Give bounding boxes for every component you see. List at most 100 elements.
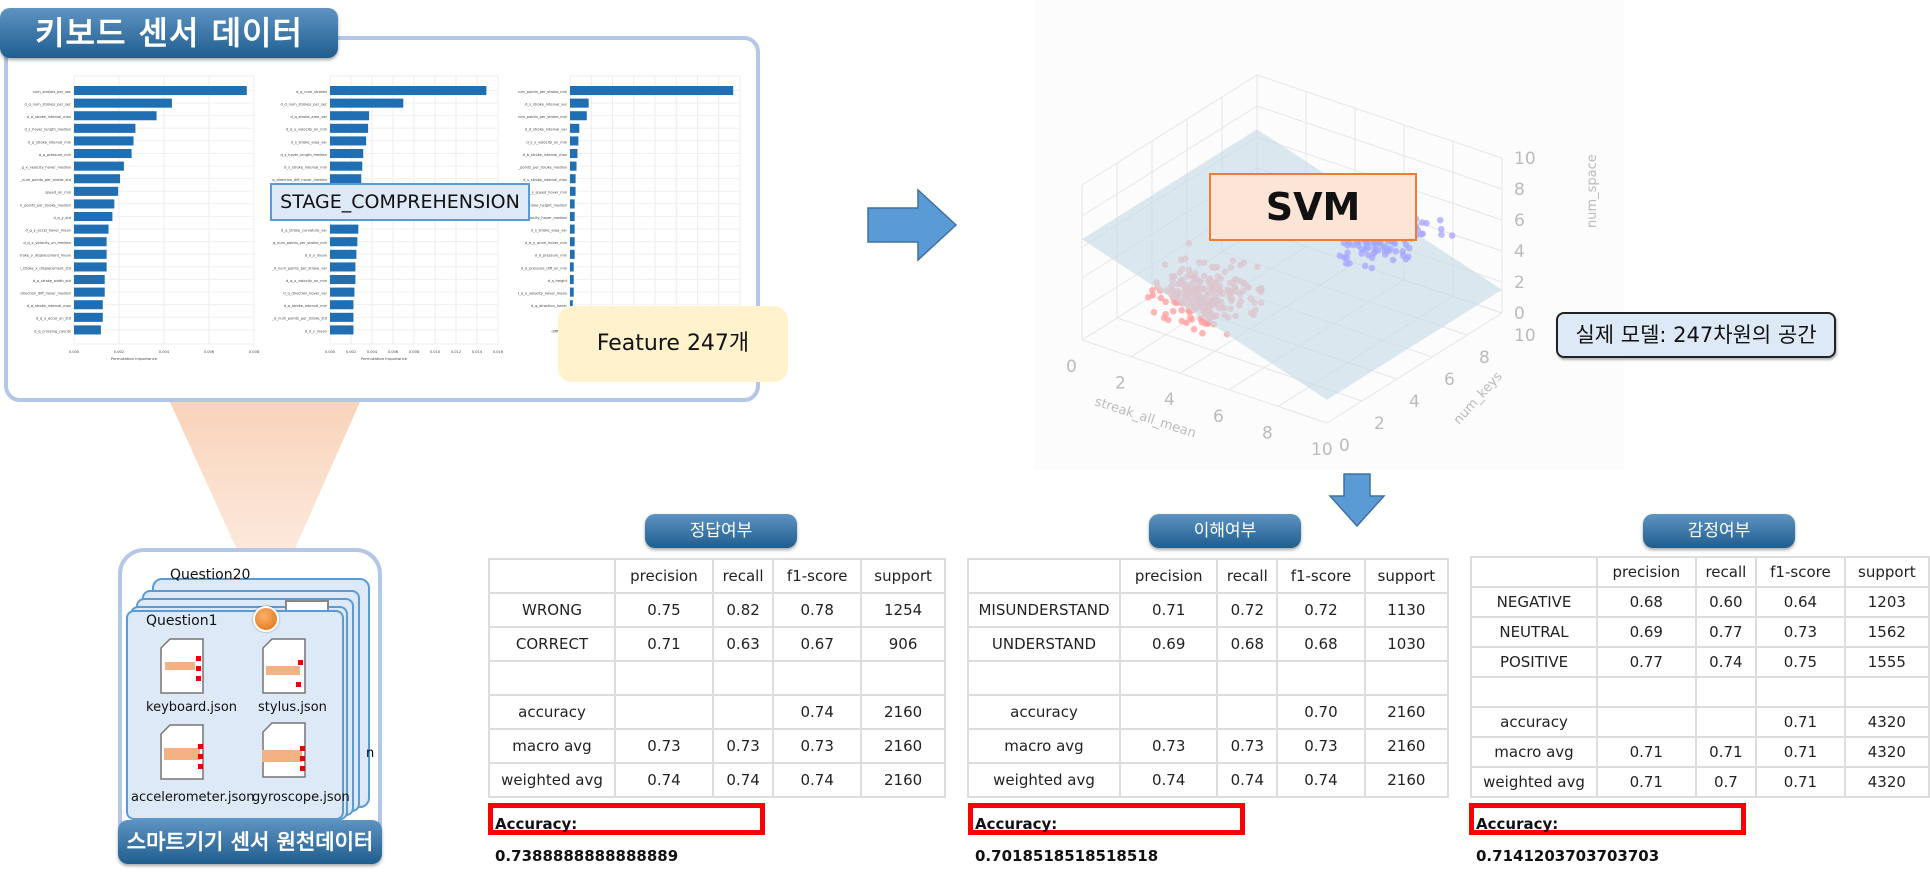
table-cell: 1203 bbox=[1843, 586, 1930, 618]
accuracy-comprehension: Accuracy: 0.7018518518518518 bbox=[968, 803, 1245, 865]
data-point-class-b bbox=[1419, 230, 1426, 238]
data-point-class-a bbox=[1157, 294, 1165, 302]
file-name-stylus[interactable]: stylus.json bbox=[258, 700, 327, 715]
table-cell: 2160 bbox=[860, 762, 946, 798]
table-cell: 4320 bbox=[1843, 766, 1930, 798]
gridline bbox=[1326, 312, 1503, 424]
table-header-cell: precision bbox=[614, 558, 714, 594]
x-tick-label: 6 bbox=[1213, 407, 1224, 427]
table-header-cell: support bbox=[860, 558, 946, 594]
table-cell: 0.71 bbox=[1755, 736, 1846, 768]
feature-label: d_s_stroke_interval_min bbox=[284, 166, 327, 170]
file-name-accelerometer[interactable]: accelerometer.json bbox=[131, 790, 255, 805]
importance-bar bbox=[570, 287, 574, 297]
table-cell bbox=[614, 660, 714, 696]
table-cell: 0.69 bbox=[1596, 616, 1697, 648]
data-point-class-b bbox=[1402, 241, 1410, 248]
table-cell: 0.68 bbox=[1276, 626, 1366, 662]
feature-label: d_g_stroke_y_displacement_mean bbox=[20, 254, 71, 258]
folder-question1[interactable] bbox=[126, 610, 344, 820]
file-icon-gyroscope[interactable] bbox=[262, 722, 306, 778]
importance-bar bbox=[330, 287, 355, 297]
table-cell: 0.71 bbox=[1118, 592, 1219, 628]
y-tick-label: 10 bbox=[1514, 326, 1536, 346]
table-cell: 0.63 bbox=[711, 626, 775, 662]
feature-label: d_q_stroke_curvature_var bbox=[281, 229, 327, 233]
data-point-class-b bbox=[1389, 256, 1397, 264]
table-cell bbox=[711, 694, 775, 730]
data-point-class-b bbox=[1368, 254, 1376, 261]
table-cell: 2160 bbox=[1363, 762, 1450, 798]
table-cell: 0.71 bbox=[1755, 766, 1846, 798]
data-point-class-b bbox=[1437, 225, 1445, 233]
file-icon-accelerometer[interactable] bbox=[160, 724, 204, 780]
table-cell: 0.73 bbox=[772, 728, 863, 764]
importance-bar bbox=[330, 161, 363, 171]
feature-label: d_q_x_velocity_on_min bbox=[286, 279, 327, 283]
table-cell bbox=[1363, 660, 1450, 696]
importance-bar bbox=[74, 212, 113, 222]
row-label-cell: NEGATIVE bbox=[1470, 586, 1598, 618]
table-cell: 0.72 bbox=[1216, 592, 1279, 628]
file-icon-stylus[interactable] bbox=[262, 638, 306, 694]
feature-label: d_b_num_points_per_stroke_min bbox=[518, 90, 567, 94]
importance-bar bbox=[570, 111, 587, 121]
z-tick-label: 6 bbox=[1514, 211, 1525, 231]
data-point-class-b bbox=[1361, 262, 1369, 270]
table-cell: 0.69 bbox=[1118, 626, 1219, 662]
report-title-emotion: 감정여부 bbox=[1643, 514, 1795, 548]
table-cell: 0.72 bbox=[1276, 592, 1366, 628]
importance-bar bbox=[74, 312, 103, 322]
feature-label: d_s_stroke_height_median bbox=[520, 203, 567, 207]
importance-bar bbox=[330, 136, 367, 146]
table-cell: 0.71 bbox=[1596, 736, 1697, 768]
table-cell bbox=[772, 660, 863, 696]
table-cell: 0.77 bbox=[1694, 616, 1758, 648]
file-name-keyboard[interactable]: keyboard.json bbox=[146, 700, 238, 715]
file-icon-keyboard[interactable] bbox=[160, 638, 204, 694]
table-cell bbox=[1216, 660, 1279, 696]
data-point-class-a bbox=[1150, 309, 1158, 316]
table-header-cell: recall bbox=[1694, 556, 1758, 588]
table-cell bbox=[1216, 694, 1279, 730]
row-label-cell: CORRECT bbox=[488, 626, 616, 662]
table-cell: 1562 bbox=[1843, 616, 1930, 648]
row-label-cell bbox=[1470, 676, 1598, 708]
importance-bar bbox=[74, 325, 101, 335]
table-cell: 0.75 bbox=[614, 592, 714, 628]
feature-label: speed_on_min bbox=[45, 191, 71, 195]
x-tick-label: 8 bbox=[1262, 423, 1273, 443]
table-cell bbox=[614, 694, 714, 730]
importance-bar bbox=[570, 174, 576, 184]
table-cell: 0.73 bbox=[1216, 728, 1279, 764]
importance-bar bbox=[570, 224, 575, 234]
row-label-cell: UNDERSTAND bbox=[967, 626, 1121, 662]
file-name-gyroscope[interactable]: gyroscope.json bbox=[252, 790, 350, 805]
table-cell: 0.67 bbox=[772, 626, 863, 662]
data-point-class-a bbox=[1160, 314, 1168, 322]
importance-bar bbox=[330, 262, 356, 272]
importance-bar bbox=[74, 186, 119, 196]
data-point-class-b bbox=[1448, 232, 1456, 239]
feature-label: d_c_num_points_per_stroke_min bbox=[518, 115, 567, 119]
accuracy-emotion: Accuracy: 0.7141203703703703 bbox=[1469, 803, 1746, 865]
importance-bar bbox=[570, 275, 574, 285]
feature-label: d_q_stroke_interval_max bbox=[27, 304, 72, 308]
feature-label: d_q_y_std bbox=[53, 216, 71, 220]
data-point-class-b bbox=[1418, 219, 1426, 226]
importance-bar bbox=[74, 199, 115, 209]
importance-bar bbox=[570, 136, 579, 146]
importance-bar bbox=[74, 300, 103, 310]
table-cell: 2160 bbox=[860, 728, 946, 764]
arrow-down-icon bbox=[1328, 473, 1386, 528]
table-cell: 0.64 bbox=[1755, 586, 1846, 618]
importance-bar bbox=[570, 149, 578, 159]
feature-label: d_d_num_strokes_per_sec bbox=[280, 103, 327, 107]
